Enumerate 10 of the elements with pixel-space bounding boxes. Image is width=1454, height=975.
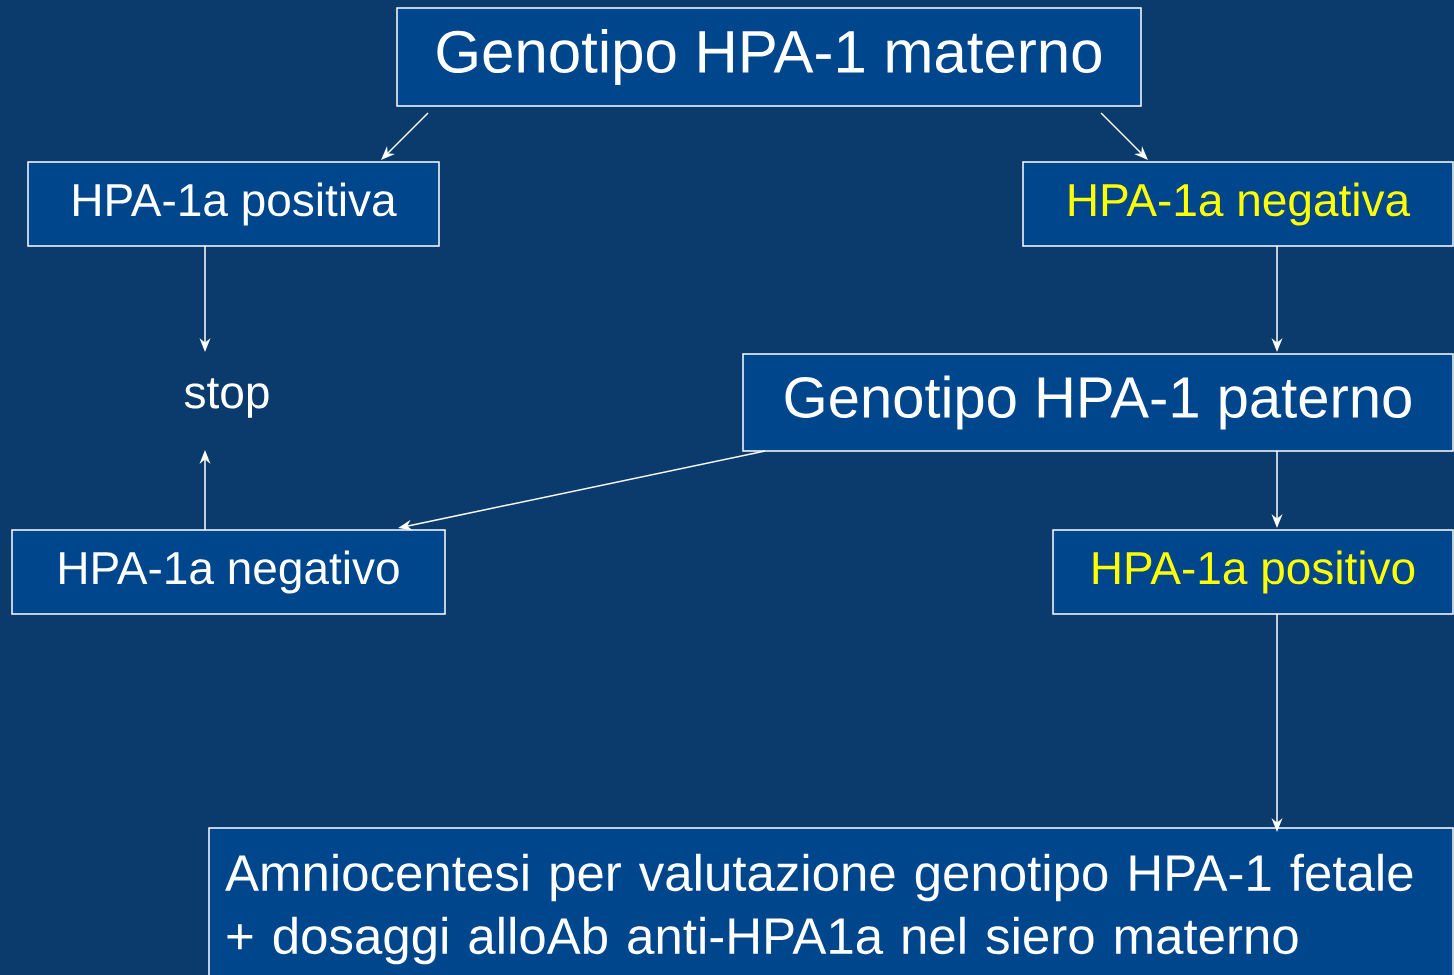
arrow (381, 112, 429, 160)
process-box: HPA-1a negativa (1022, 161, 1454, 247)
stop-label: stop (184, 378, 269, 418)
arrow (1100, 112, 1148, 160)
process-box: Genotipo HPA-1 materno (396, 7, 1142, 107)
process-box: Genotipo HPA-1 paterno (742, 353, 1454, 452)
process-box: HPA-1a positivo (1052, 529, 1454, 615)
process-box: Amniocentesi per valutazione genotipo HPA-1 fetale + dosaggi alloAb anti-HPA1a nel siero materno (208, 827, 1454, 975)
process-box: HPA-1a positiva (27, 161, 440, 247)
process-box: HPA-1a negativo (11, 529, 446, 615)
